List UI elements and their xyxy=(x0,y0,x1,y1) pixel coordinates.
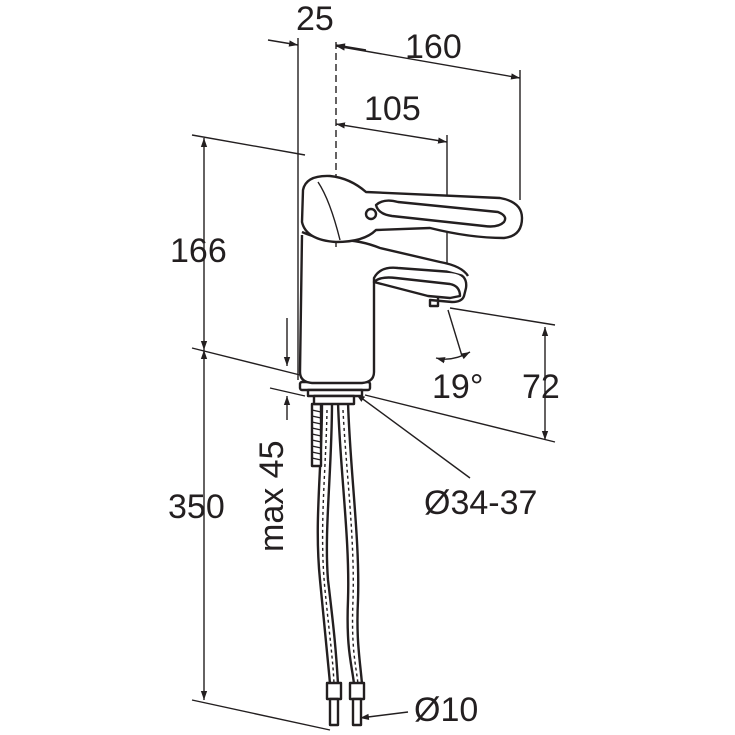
dim-hose-length-label: 350 xyxy=(168,488,225,526)
mounting-hardware xyxy=(298,380,372,406)
faucet-body xyxy=(298,230,470,385)
dimension-labels: 25 160 105 166 72 19° 350 max 45 Ø34-37 … xyxy=(168,0,560,729)
lever-handle xyxy=(300,174,524,244)
dim-spout-reach-label: 160 xyxy=(405,28,462,66)
dim-max-thickness-label: max 45 xyxy=(253,441,291,553)
dim-spout-center-label: 105 xyxy=(364,90,421,128)
dimension-lines xyxy=(200,39,549,721)
dim-spout-angle-label: 19° xyxy=(432,368,483,406)
dim-hole-diameter-label: Ø34-37 xyxy=(424,484,537,522)
dim-spout-height-label: 72 xyxy=(522,368,560,406)
dim-top-offset-label: 25 xyxy=(296,0,334,38)
dim-height-label: 166 xyxy=(170,232,227,270)
flexible-hoses xyxy=(310,400,366,727)
dim-hose-diameter-label: Ø10 xyxy=(414,691,478,729)
extension-lines xyxy=(191,38,556,731)
